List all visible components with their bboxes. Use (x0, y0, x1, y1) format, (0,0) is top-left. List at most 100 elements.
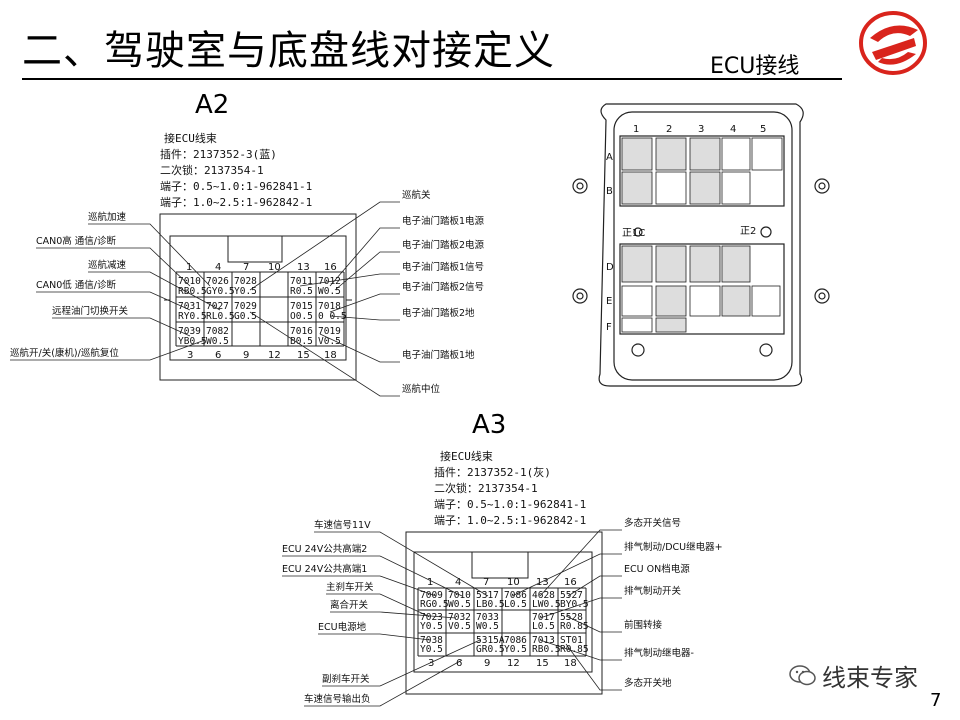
wire-code: 7016 (290, 326, 313, 337)
signal-label: 排气制动开关 (624, 585, 682, 597)
signal-label: 车速信号11V (314, 519, 371, 531)
signal-label: ECU ON档电源 (624, 563, 690, 575)
wire-spec: RL0.5 (206, 311, 235, 322)
page-number: 7 (930, 690, 942, 711)
wire-spec: LB0.5 (476, 599, 505, 610)
a3-pin-numbers-bottom: 3 6 9 12 15 18 (428, 658, 577, 669)
wire-code: 7010 (178, 276, 201, 287)
wire-spec: RY0.5 (178, 311, 207, 322)
a3-info-line: 插件：2137352-1(灰) (434, 465, 551, 479)
pin-number: 7 (243, 262, 249, 273)
a2-heading: A2 (195, 90, 230, 120)
pin-number: 9 (484, 658, 490, 669)
pin-number: 15 (297, 350, 310, 361)
wire-code: 4628 (532, 590, 555, 601)
a2-pin-numbers-bottom: 3 6 9 12 15 18 (187, 350, 337, 361)
a3-heading: A3 (472, 410, 507, 440)
a3-info-line: 端子：1.0~2.5:1-962842-1 (434, 514, 586, 527)
a3-leader-lines (282, 529, 622, 707)
ecu-col-label: 4 (730, 124, 736, 135)
pin-number: 6 (215, 350, 221, 361)
watermark-text: 线束专家 (822, 664, 918, 692)
wire-code: 7082 (206, 326, 229, 337)
signal-label: 排气制动继电器- (624, 647, 694, 659)
wire-spec: G0.5 (234, 311, 257, 322)
wire-code: 7011 (290, 276, 313, 287)
wire-spec: YB0.5 (178, 336, 207, 347)
a2-labels-right: 巡航关 电子油门踏板1电源 电子油门踏板2电源 电子油门踏板1信号 电子油门踏板… (402, 189, 485, 395)
signal-label: CAN0低 通信/诊断 (36, 279, 117, 291)
signal-label: CAN0高 通信/诊断 (36, 235, 117, 247)
a3-info-block: 接ECU线束 插件：2137352-1(灰) 二次锁：2137354-1 端子：… (434, 449, 586, 527)
wire-code: 7028 (234, 276, 257, 287)
ecu-col-label: 1 (633, 124, 639, 135)
wire-spec: V0.5 (318, 336, 341, 347)
signal-label: 巡航中位 (402, 383, 441, 395)
a3-cells: 7009 RG0.5 7010 W0.5 5317 LB0.5 7086 L0.… (420, 590, 589, 655)
wechat-icon (789, 665, 816, 686)
wire-code: 7023 (420, 612, 443, 623)
signal-label: 电子油门踏板2地 (402, 307, 475, 319)
pin-number: 1 (186, 262, 192, 273)
signal-label: 远程油门切换开关 (52, 305, 129, 317)
pin-number: 10 (268, 262, 281, 273)
a2-leader-lines (10, 201, 400, 397)
pin-number: 16 (564, 577, 577, 588)
wire-code: 7026 (206, 276, 229, 287)
pin-number: 1 (427, 577, 433, 588)
wire-spec: RB0.5 (532, 644, 561, 655)
ecu-row-label: E (606, 296, 612, 307)
pin-number: 18 (324, 350, 337, 361)
signal-label: 离合开关 (330, 599, 369, 611)
wire-spec: RB0.5 (178, 286, 207, 297)
wire-code: 7013 (532, 635, 555, 646)
pin-number: 12 (507, 658, 520, 669)
wire-spec: Y0.5 (504, 644, 527, 655)
wire-code: 7086 (504, 590, 527, 601)
signal-label: 排气制动/DCU继电器+ (624, 541, 723, 553)
ecu-column-labels: 1 2 3 4 5 (633, 124, 766, 135)
wire-spec: W0.5 (448, 599, 471, 610)
wire-spec: Y0.5 (234, 286, 257, 297)
a2-info-line: 二次锁：2137354-1 (160, 163, 264, 177)
signal-label: 巡航关 (402, 189, 431, 201)
signal-label: 前围转接 (624, 619, 663, 631)
wire-code: 7009 (420, 590, 443, 601)
pin-number: 16 (324, 262, 337, 273)
pin-number: 18 (564, 658, 577, 669)
a2-pin-numbers-top: 1 4 7 10 13 16 (186, 262, 337, 273)
pin-number: 4 (215, 262, 221, 273)
title-underline (22, 78, 842, 80)
a2-info-block: 接ECU线束 插件：2137352-3(蓝) 二次锁：2137354-1 端子：… (160, 131, 312, 209)
pin-number: 3 (428, 658, 434, 669)
pin-number: 3 (187, 350, 193, 361)
ecu-col-label: 5 (760, 124, 766, 135)
wire-spec: R0.5 (290, 286, 313, 297)
a3-info-line: 接ECU线束 (440, 449, 493, 463)
wire-spec: BY0.5 (560, 599, 589, 610)
signal-label: 多态开关信号 (624, 517, 681, 529)
ecu-col-label: 3 (698, 124, 704, 135)
wire-code: 7019 (318, 326, 341, 337)
a3-info-line: 二次锁：2137354-1 (434, 481, 538, 495)
wire-code: 7027 (206, 301, 229, 312)
wire-code: 7029 (234, 301, 257, 312)
signal-label: 电子油门踏板1电源 (402, 215, 485, 227)
wire-spec: R0.85 (560, 621, 589, 632)
wire-spec: L0.5 (504, 599, 527, 610)
ecu-box (572, 103, 830, 387)
ecu-marker-label: 正2 (740, 226, 756, 237)
wire-code: 7086 (504, 635, 527, 646)
wire-code: 7017 (532, 612, 555, 623)
pin-number: 12 (268, 350, 281, 361)
signal-label: 多态开关地 (624, 677, 672, 689)
ecu-row-labels: A B D E F 正1C 正2 (606, 152, 756, 333)
pin-number: 7 (483, 577, 489, 588)
pin-number: 10 (507, 577, 520, 588)
wire-spec: B0.5 (290, 336, 313, 347)
a2-info-line: 端子：1.0~2.5:1-962842-1 (160, 196, 312, 209)
a2-labels-left: 巡航加速 CAN0高 通信/诊断 巡航减速 CAN0低 通信/诊断 远程油门切换… (10, 211, 129, 359)
wire-code: 7038 (420, 635, 443, 646)
a3-labels-right: 多态开关信号 排气制动/DCU继电器+ ECU ON档电源 排气制动开关 前围转… (624, 517, 723, 689)
wire-spec: W0.5 (206, 336, 229, 347)
